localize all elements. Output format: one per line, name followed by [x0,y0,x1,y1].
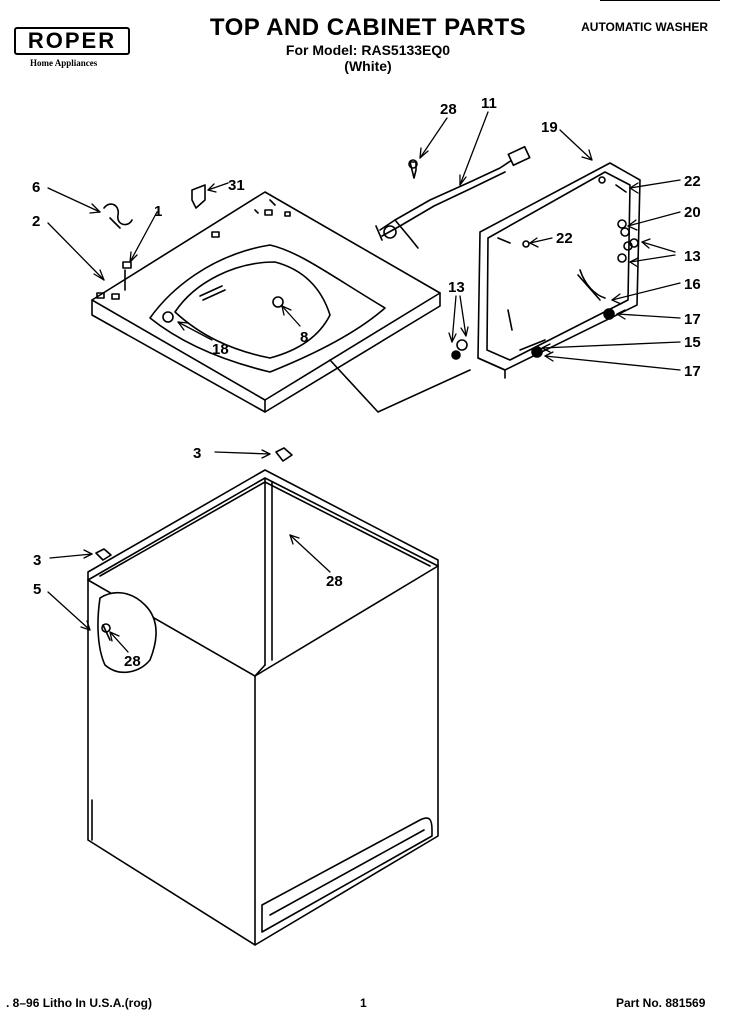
callout-3: 3 [33,552,41,569]
callout-31: 31 [228,177,245,194]
model-line: For Model: RAS5133EQ0 [285,42,451,58]
callout-5: 5 [33,581,41,598]
litho-note: . 8–96 Litho In U.S.A.(rog) [6,996,153,1010]
control-frame [477,162,641,379]
callout-16: 16 [684,276,701,293]
callout-15: 15 [684,334,701,351]
callout-6: 6 [32,179,40,196]
callout-28: 28 [440,101,457,118]
logo-text: ROPER [27,28,117,53]
callout-13: 13 [684,248,701,265]
page-title: TOP AND CABINET PARTS [209,14,527,41]
part-number: Part No. 881569 [616,996,706,1010]
cabinet [87,469,439,946]
callout-28: 28 [124,653,141,670]
callout-17: 17 [684,311,701,328]
callout-2: 2 [32,213,40,230]
product-type: AUTOMATIC WASHER [581,20,708,34]
callout-28: 28 [326,573,343,590]
roper-logo: ROPER [14,27,130,55]
callout-20: 20 [684,204,701,221]
callout-labels: 6 2 1 31 28 11 19 22 22 20 13 13 16 17 1… [32,95,701,670]
callout-1: 1 [154,203,162,220]
guide-line [329,359,471,413]
callout-8: 8 [300,329,308,346]
callout-11: 11 [481,95,497,112]
callout-18: 18 [212,341,229,358]
page-number: 1 [360,996,367,1010]
callout-22: 22 [684,173,701,190]
callout-17: 17 [684,363,701,380]
color-line: (White) [344,58,392,74]
callout-19: 19 [541,119,558,136]
callout-22: 22 [556,230,573,247]
callout-3: 3 [193,445,201,462]
callout-13: 13 [448,279,465,296]
header-rule [600,0,720,1]
wire-harness [375,145,531,249]
logo-subtitle: Home Appliances [30,58,98,68]
leader-arrows [47,111,681,653]
top-panel [91,191,441,413]
